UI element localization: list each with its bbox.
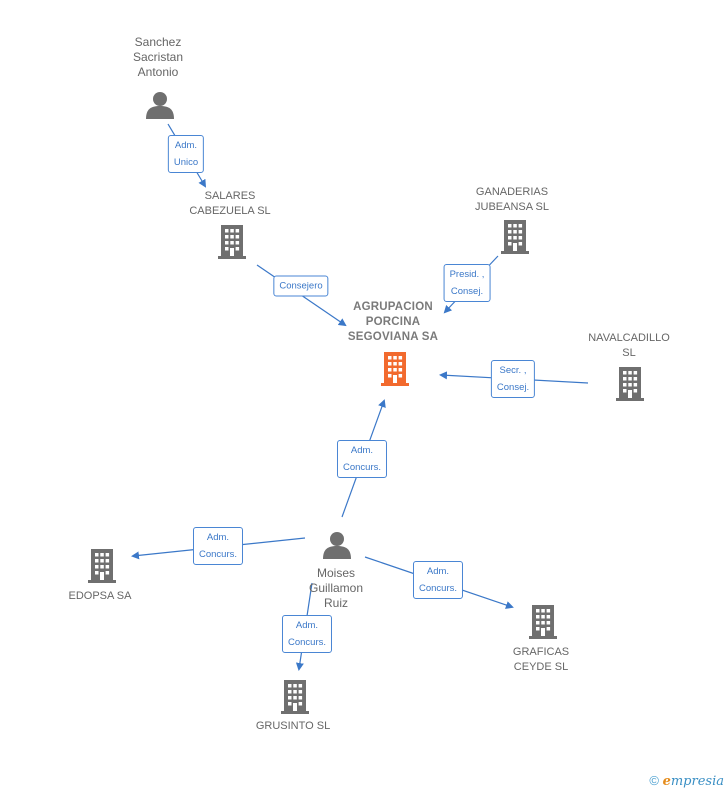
building-icon-navalcadillo	[616, 367, 644, 401]
person-icon-moises	[323, 532, 351, 559]
edge-label-moises-edopsa: Adm. Concurs.	[192, 527, 244, 565]
edge-label-sanchez-salares: Adm. Unico	[167, 135, 205, 173]
building-icon-agrupacion	[381, 352, 409, 386]
node-label-navalcadillo[interactable]: NAVALCADILLO SL	[588, 332, 670, 359]
building-icon-grusinto	[281, 680, 309, 714]
edge-label-moises-agrupacion: Adm. Concurs.	[336, 440, 388, 478]
building-icon-ganaderias	[501, 220, 529, 254]
node-label-edopsa[interactable]: EDOPSA SA	[68, 590, 132, 602]
footer-brand[interactable]: © empresia	[649, 773, 724, 789]
brand-logo: empresia	[662, 774, 724, 789]
node-label-graficas[interactable]: GRAFICAS CEYDE SL	[512, 646, 570, 673]
node-label-grusinto[interactable]: GRUSINTO SL	[255, 720, 331, 732]
building-icon-graficas	[529, 605, 557, 639]
person-icon-sanchez	[146, 92, 174, 119]
edge-label-moises-grusinto: Adm. Concurs.	[281, 615, 333, 653]
node-label-ganaderias[interactable]: GANADERIAS JUBEANSA SL	[475, 186, 549, 213]
node-label-sanchez[interactable]: Sanchez Sacristan Antonio	[132, 35, 184, 79]
node-label-salares[interactable]: SALARES CABEZUELA SL	[189, 190, 271, 217]
building-icon-edopsa	[88, 549, 116, 583]
copyright-icon: ©	[649, 773, 659, 788]
node-label-agrupacion[interactable]: AGRUPACION PORCINA SEGOVIANA SA	[347, 301, 439, 343]
edge-label-ganaderias-agrupacion: Presid. , Consej.	[443, 264, 491, 302]
node-label-moises[interactable]: Moises Guillamon Ruiz	[308, 566, 364, 610]
building-icon-salares	[218, 225, 246, 259]
edge-label-salares-agrupacion: Consejero	[273, 275, 329, 297]
edge-label-navalcadillo-agrupacion: Secr. , Consej.	[490, 360, 536, 398]
edge-label-moises-graficas: Adm. Concurs.	[412, 561, 464, 599]
